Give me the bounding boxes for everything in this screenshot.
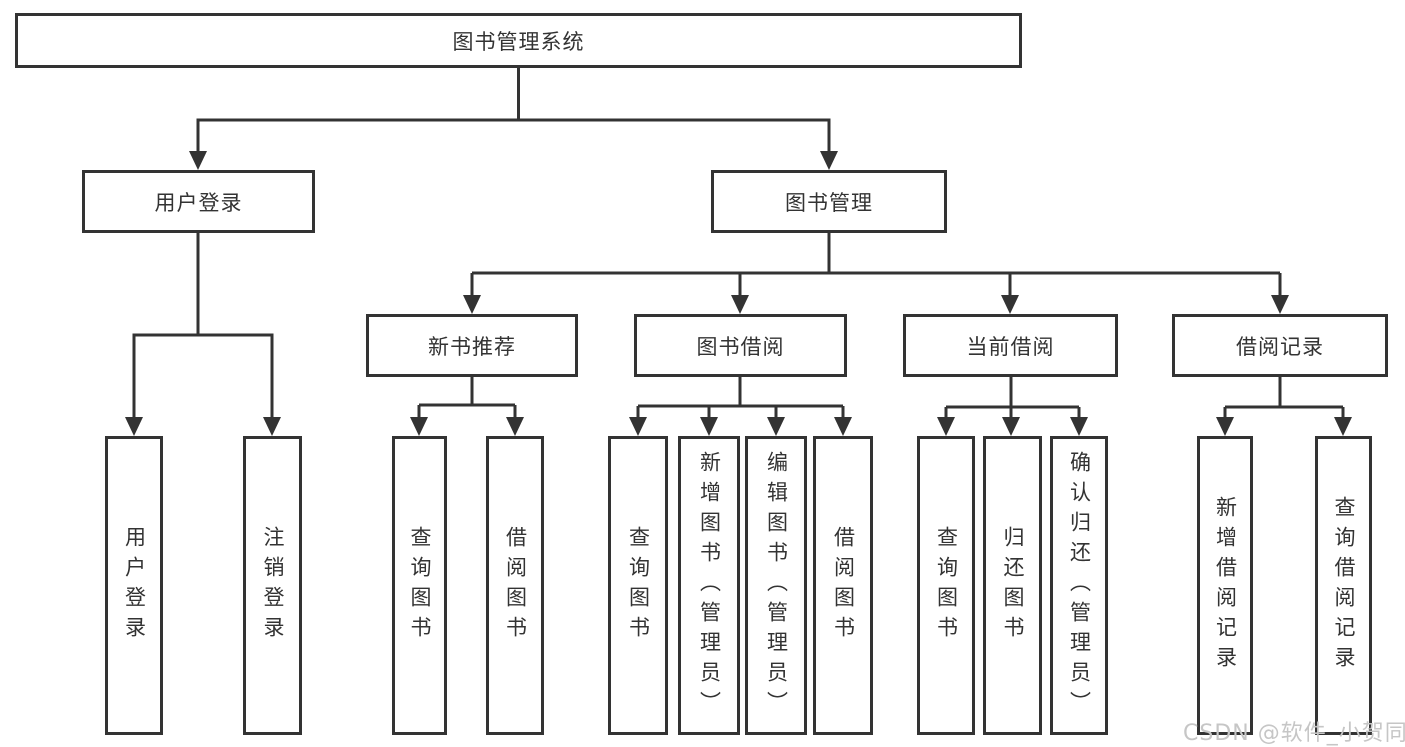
node-book-management: 图书管理 (711, 170, 947, 233)
leaf-newrec-borrow-book-label: 借阅图书 (503, 525, 528, 646)
edge-root-rail (196, 118, 831, 153)
leaf-records-add-record: 新增借阅记录 (1197, 436, 1253, 735)
leaf-current-confirm-return-admin: 确认归还（管理员） (1050, 436, 1108, 735)
edge-user-rail (132, 333, 274, 419)
leaf-logout-label: 注销登录 (261, 525, 285, 646)
node-root: 图书管理系统 (15, 13, 1022, 68)
node-book-borrow-label: 图书借阅 (696, 334, 785, 359)
leaf-records-add-record-label: 新增借阅记录 (1213, 495, 1238, 676)
leaf-user-login: 用户登录 (105, 436, 163, 735)
node-book-borrow: 图书借阅 (634, 314, 847, 377)
leaf-current-return-book-label: 归还图书 (1001, 525, 1025, 646)
leaf-current-query-book: 查询图书 (917, 436, 975, 735)
leaf-borrow-borrow-book: 借阅图书 (813, 436, 873, 735)
arrowheads (125, 151, 1352, 436)
leaf-borrow-add-book-admin-label: 新增图书（管理员） (697, 450, 722, 721)
leaf-records-query-record-label: 查询借阅记录 (1332, 495, 1356, 676)
node-user-login-label: 用户登录 (154, 190, 243, 215)
node-borrow-records: 借阅记录 (1172, 314, 1388, 377)
csdn-watermark: CSDN @软件_小贺同学 (1183, 721, 1405, 746)
leaf-records-query-record: 查询借阅记录 (1315, 436, 1372, 735)
leaf-borrow-query-book: 查询图书 (608, 436, 668, 735)
leaf-logout: 注销登录 (243, 436, 302, 735)
leaf-current-confirm-return-admin-label: 确认归还（管理员） (1067, 450, 1092, 721)
leaf-current-return-book: 归还图书 (983, 436, 1042, 735)
leaf-newrec-query-book: 查询图书 (392, 436, 447, 735)
leaf-user-login-label: 用户登录 (122, 525, 147, 646)
node-borrow-records-label: 借阅记录 (1236, 334, 1324, 359)
node-new-book-recommend: 新书推荐 (366, 314, 578, 377)
leaf-borrow-edit-book-admin-label: 编辑图书（管理员） (764, 450, 789, 721)
node-new-book-recommend-label: 新书推荐 (428, 334, 516, 359)
leaf-newrec-query-book-label: 查询图书 (408, 525, 432, 646)
node-book-management-label: 图书管理 (785, 190, 873, 215)
leaf-borrow-edit-book-admin: 编辑图书（管理员） (745, 436, 807, 735)
node-user-login: 用户登录 (82, 170, 315, 233)
node-current-borrow: 当前借阅 (903, 314, 1118, 377)
leaf-borrow-query-book-label: 查询图书 (626, 525, 651, 646)
leaf-borrow-borrow-book-label: 借阅图书 (831, 525, 856, 646)
leaf-current-query-book-label: 查询图书 (934, 525, 959, 646)
leaf-newrec-borrow-book: 借阅图书 (486, 436, 544, 735)
node-current-borrow-label: 当前借阅 (966, 334, 1055, 359)
leaf-borrow-add-book-admin: 新增图书（管理员） (678, 436, 740, 735)
node-root-label: 图书管理系统 (452, 29, 585, 54)
